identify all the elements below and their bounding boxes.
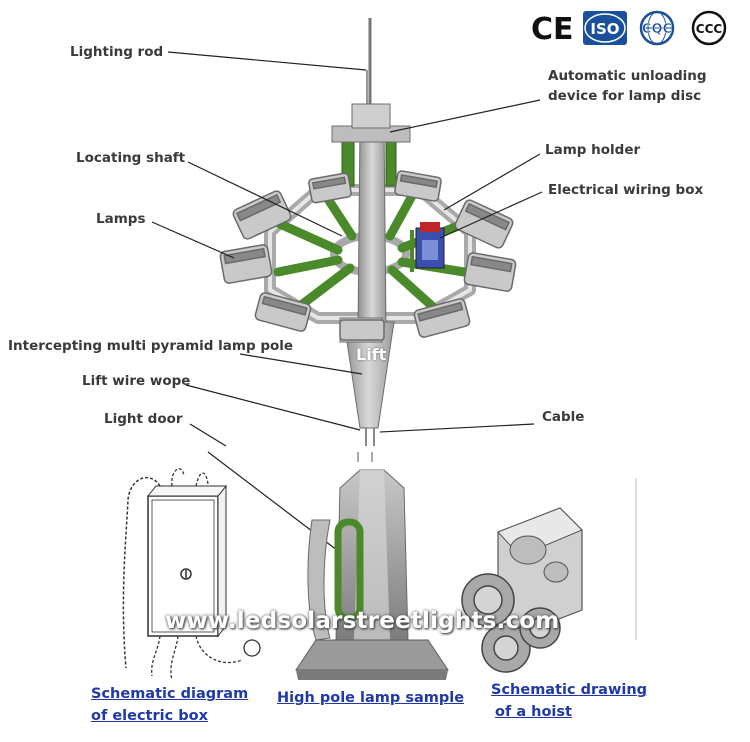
svg-text:CE: CE — [531, 12, 574, 46]
caption-pole-sample[interactable]: High pole lamp sample — [277, 688, 464, 709]
label-cable: Cable — [542, 407, 584, 427]
ce-mark-icon: CE — [530, 10, 576, 46]
website-watermark: www.ledsolarstreetlights.com — [165, 608, 559, 634]
caption-electric-box-line1[interactable]: Schematic diagram — [91, 684, 248, 705]
svg-text:ISO: ISO — [590, 20, 619, 38]
caption-electric-box-line2[interactable]: of electric box — [91, 706, 208, 727]
label-intercepting-pole: Intercepting multi pyramid lamp pole — [8, 336, 293, 356]
caption-hoist-line1[interactable]: Schematic drawing — [491, 680, 647, 701]
svg-text:CQC: CQC — [642, 22, 672, 37]
label-lamp-holder: Lamp holder — [545, 140, 640, 160]
label-electrical-wiring-box: Electrical wiring box — [548, 180, 703, 200]
lift-overlay-text: Lift — [356, 345, 386, 364]
label-lighting-rod: Lighting rod — [70, 42, 163, 62]
label-locating-shaft: Locating shaft — [76, 148, 185, 168]
label-automatic-unloading-line1: Automatic unloading — [548, 66, 707, 86]
upper-pole — [332, 104, 410, 462]
lighting-rod-drawing — [367, 18, 370, 112]
label-lift-wire: Lift wire wope — [82, 371, 190, 391]
cqc-mark-icon: CQC — [634, 10, 680, 46]
pole-base-sample — [296, 470, 448, 680]
label-lamps: Lamps — [96, 209, 145, 229]
iso-mark-icon: ISO — [582, 10, 628, 46]
wiring-box-drawing — [412, 222, 444, 272]
ccc-mark-icon: CCC — [686, 10, 732, 46]
caption-hoist-line2[interactable]: of a hoist — [495, 702, 572, 723]
hoist-schematic — [462, 478, 636, 672]
label-automatic-unloading-line2: device for lamp disc — [548, 86, 701, 106]
label-light-door: Light door — [104, 409, 183, 429]
svg-text:CCC: CCC — [696, 22, 723, 36]
electric-box-schematic — [123, 469, 260, 680]
